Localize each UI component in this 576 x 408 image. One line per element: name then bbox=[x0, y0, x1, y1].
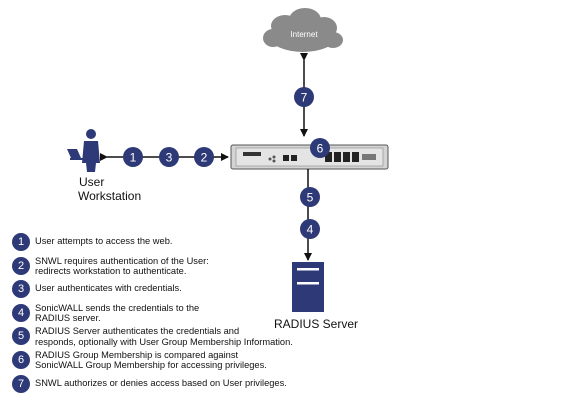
legend-item: 1 User attempts to access the web. bbox=[9, 230, 349, 254]
legend-item: 6 RADIUS Group Membership is compared ag… bbox=[9, 348, 349, 372]
legend-badge: 5 bbox=[12, 327, 30, 346]
user-workstation-icon bbox=[67, 129, 100, 172]
legend-item: 7 SNWL authorizes or denies access based… bbox=[9, 372, 349, 396]
legend-text: RADIUS Server authenticates the credenti… bbox=[35, 326, 293, 347]
legend-text: User attempts to access the web. bbox=[35, 236, 173, 246]
legend-badge: 2 bbox=[12, 256, 30, 275]
legend-item: 2 SNWL requires authentication of the Us… bbox=[9, 254, 349, 278]
legend-item: 5 RADIUS Server authenticates the creden… bbox=[9, 324, 349, 348]
internet-cloud-icon bbox=[263, 8, 343, 52]
sonicwall-firewall-icon bbox=[230, 144, 389, 170]
user-label-line2: Workstation bbox=[78, 189, 141, 203]
step-badge-4: 4 bbox=[300, 219, 320, 239]
legend-text: User authenticates with credentials. bbox=[35, 283, 182, 294]
step-badge-7: 7 bbox=[294, 87, 314, 107]
legend-badge: 1 bbox=[12, 233, 30, 251]
legend-badge: 6 bbox=[12, 350, 30, 369]
svg-text:4: 4 bbox=[307, 223, 314, 237]
step-badge-6: 6 bbox=[310, 138, 330, 158]
legend-badge: 3 bbox=[12, 280, 30, 299]
legend-item: 3 User authenticates with credentials. bbox=[9, 277, 349, 301]
legend-badge: 4 bbox=[12, 303, 30, 322]
radius-server-label: RADIUS Server bbox=[274, 317, 358, 331]
user-label-line1: User bbox=[79, 175, 104, 189]
legend-item: 4 SonicWALL sends the credentials to the… bbox=[9, 301, 349, 325]
svg-text:2: 2 bbox=[201, 151, 208, 165]
legend-text: SNWL authorizes or denies access based o… bbox=[35, 377, 287, 388]
legend-text: RADIUS Group Membership is compared agai… bbox=[35, 349, 267, 371]
svg-text:3: 3 bbox=[166, 151, 173, 165]
step-badge-5: 5 bbox=[300, 187, 320, 207]
legend-text: SonicWALL sends the credentials to the R… bbox=[35, 302, 200, 324]
step-badge-2: 2 bbox=[194, 147, 214, 167]
radius-server-icon bbox=[292, 262, 324, 312]
internet-label: Internet bbox=[290, 30, 318, 39]
legend-text: SNWL requires authentication of the User… bbox=[35, 255, 209, 277]
svg-text:7: 7 bbox=[301, 91, 308, 105]
legend-badge: 7 bbox=[12, 374, 30, 393]
svg-text:5: 5 bbox=[307, 191, 314, 205]
svg-text:6: 6 bbox=[317, 142, 324, 156]
step-badge-1: 1 bbox=[123, 147, 143, 167]
step-badge-3: 3 bbox=[159, 147, 179, 167]
steps-legend: 1 User attempts to access the web. 2 SNW… bbox=[9, 230, 349, 395]
svg-text:1: 1 bbox=[130, 151, 137, 165]
